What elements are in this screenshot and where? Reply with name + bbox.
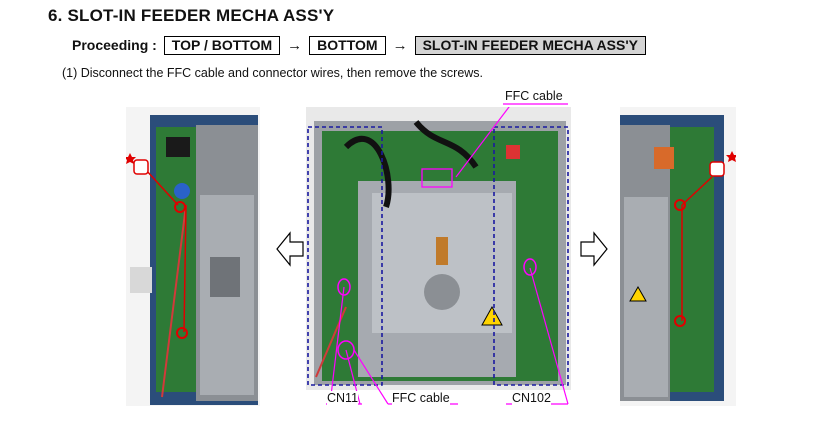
center-bottom-photo	[306, 107, 571, 390]
proceeding-path: Proceeding : TOP / BOTTOM → BOTTOM → SLO…	[72, 35, 646, 55]
ffc-cable-label-bottom: FFC cable	[392, 391, 450, 405]
cn11-label: CN11	[327, 391, 359, 405]
screw-icon	[709, 151, 736, 177]
arrow-right-icon	[580, 231, 608, 267]
proceeding-step-3: SLOT-IN FEEDER MECHA ASS'Y	[414, 35, 646, 55]
cn102-label: CN102	[512, 391, 551, 405]
instruction-step-1: (1) Disconnect the FFC cable and connect…	[62, 66, 484, 80]
proceeding-step-1: TOP / BOTTOM	[163, 35, 281, 55]
arrow-right-icon: →	[287, 36, 303, 54]
arrow-right-icon: →	[392, 36, 408, 54]
right-side-photo	[620, 107, 736, 406]
ffc-cable-label-top: FFC cable	[505, 89, 563, 103]
proceeding-step-2: BOTTOM	[309, 35, 386, 55]
left-side-photo	[126, 107, 260, 406]
arrow-left-icon	[276, 231, 304, 267]
screw-icon	[126, 153, 149, 175]
section-title: 6. SLOT-IN FEEDER MECHA ASS'Y	[48, 6, 335, 25]
proceeding-label: Proceeding :	[72, 37, 157, 53]
